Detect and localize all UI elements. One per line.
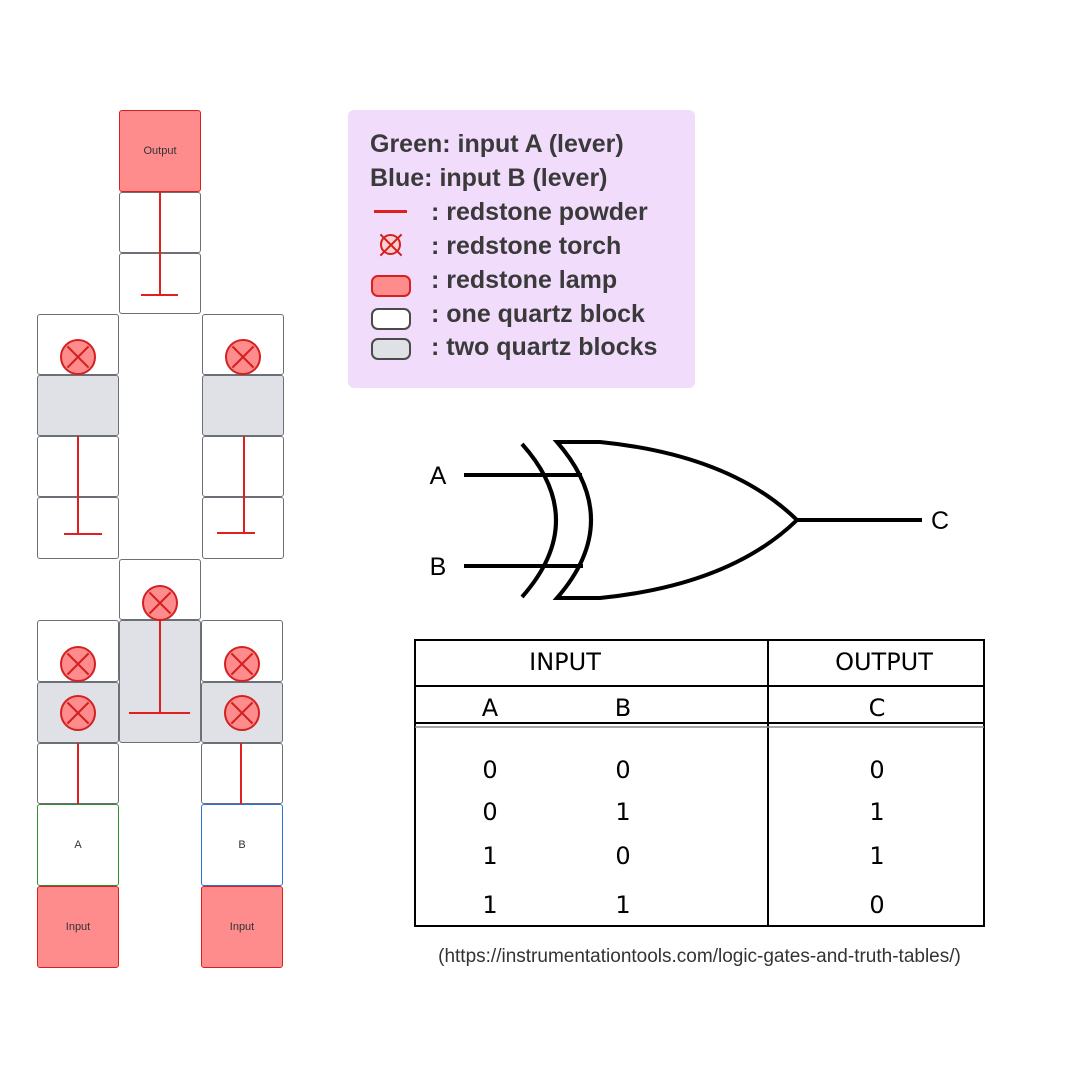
table-cell: 1 — [869, 842, 884, 870]
legend: Green: input A (lever) Blue: input B (le… — [348, 110, 695, 388]
redstone-powder — [159, 620, 161, 713]
column-header-c: C — [869, 694, 886, 722]
column-header-a: A — [482, 694, 499, 722]
source-citation: (https://instrumentationtools.com/logic-… — [438, 946, 961, 967]
redstone-powder-icon — [374, 210, 407, 213]
redstone-torch-icon — [225, 339, 261, 375]
table-cell: 0 — [482, 756, 497, 784]
legend-item-one-quartz-block: : one quartz block — [431, 300, 645, 328]
redstone-powder — [77, 743, 79, 804]
table-cell: 1 — [869, 798, 884, 826]
column-header-b: B — [615, 694, 631, 722]
redstone-torch-icon — [380, 234, 401, 255]
redstone-torch-icon — [60, 695, 96, 731]
table-cell: 0 — [615, 756, 630, 784]
gate-input-b-label: B — [430, 553, 447, 581]
xor-gate-diagram: A B C — [430, 440, 949, 600]
input-b-lever-block: B — [201, 804, 283, 886]
xor-extra-curve — [520, 442, 558, 599]
redstone-powder — [77, 436, 79, 534]
redstone-torch-icon — [60, 646, 96, 682]
two-quartz-blocks-icon — [371, 338, 411, 360]
redstone-powder — [141, 294, 178, 296]
redstone-powder — [159, 192, 161, 295]
input-b-label: B — [238, 839, 246, 851]
header-input: INPUT — [529, 648, 601, 676]
truth-table: INPUT OUTPUT A B C 0 0 0 0 1 1 1 0 1 1 1… — [414, 639, 985, 927]
output-lamp: Output — [119, 110, 201, 192]
output-label: Output — [143, 145, 177, 157]
xor-gate-body — [552, 440, 800, 600]
input-a-label: A — [74, 839, 82, 851]
double-quartz-block — [37, 375, 119, 436]
one-quartz-block-icon — [371, 308, 411, 330]
input-a-lever-block: A — [37, 804, 119, 886]
redstone-powder — [217, 532, 255, 534]
double-quartz-block — [202, 375, 284, 436]
redstone-powder — [240, 743, 242, 804]
gate-output-c-label: C — [931, 507, 949, 535]
table-cell: 1 — [615, 798, 630, 826]
legend-blue-text: Blue: input B (lever) — [370, 164, 608, 192]
redstone-torch-icon — [224, 695, 260, 731]
input-lamp-b-label: Input — [229, 921, 255, 933]
redstone-lamp-icon — [371, 275, 411, 297]
table-cell: 0 — [869, 891, 884, 919]
table-cell: 0 — [615, 842, 630, 870]
table-cell: 0 — [869, 756, 884, 784]
legend-item-redstone-torch: : redstone torch — [431, 232, 622, 260]
redstone-powder — [129, 712, 190, 714]
table-cell: 1 — [482, 891, 497, 919]
redstone-powder — [243, 436, 245, 533]
redstone-torch-icon — [60, 339, 96, 375]
input-lamp-b: Input — [201, 886, 283, 968]
table-cell: 1 — [482, 842, 497, 870]
table-border — [414, 639, 985, 927]
table-cell: 0 — [482, 798, 497, 826]
input-lamp-a: Input — [37, 886, 119, 968]
redstone-torch-icon — [142, 585, 178, 621]
legend-item-redstone-lamp: : redstone lamp — [431, 266, 618, 294]
table-cell: 1 — [615, 891, 630, 919]
quartz-block — [201, 743, 283, 804]
legend-item-redstone-powder: : redstone powder — [431, 198, 648, 226]
gate-input-a-label: A — [430, 462, 447, 490]
input-lamp-a-label: Input — [65, 921, 91, 933]
redstone-torch-icon — [224, 646, 260, 682]
header-output: OUTPUT — [835, 648, 933, 676]
redstone-powder — [64, 533, 102, 535]
legend-item-two-quartz-blocks: : two quartz blocks — [431, 333, 658, 361]
legend-green-text: Green: input A (lever) — [370, 130, 624, 158]
